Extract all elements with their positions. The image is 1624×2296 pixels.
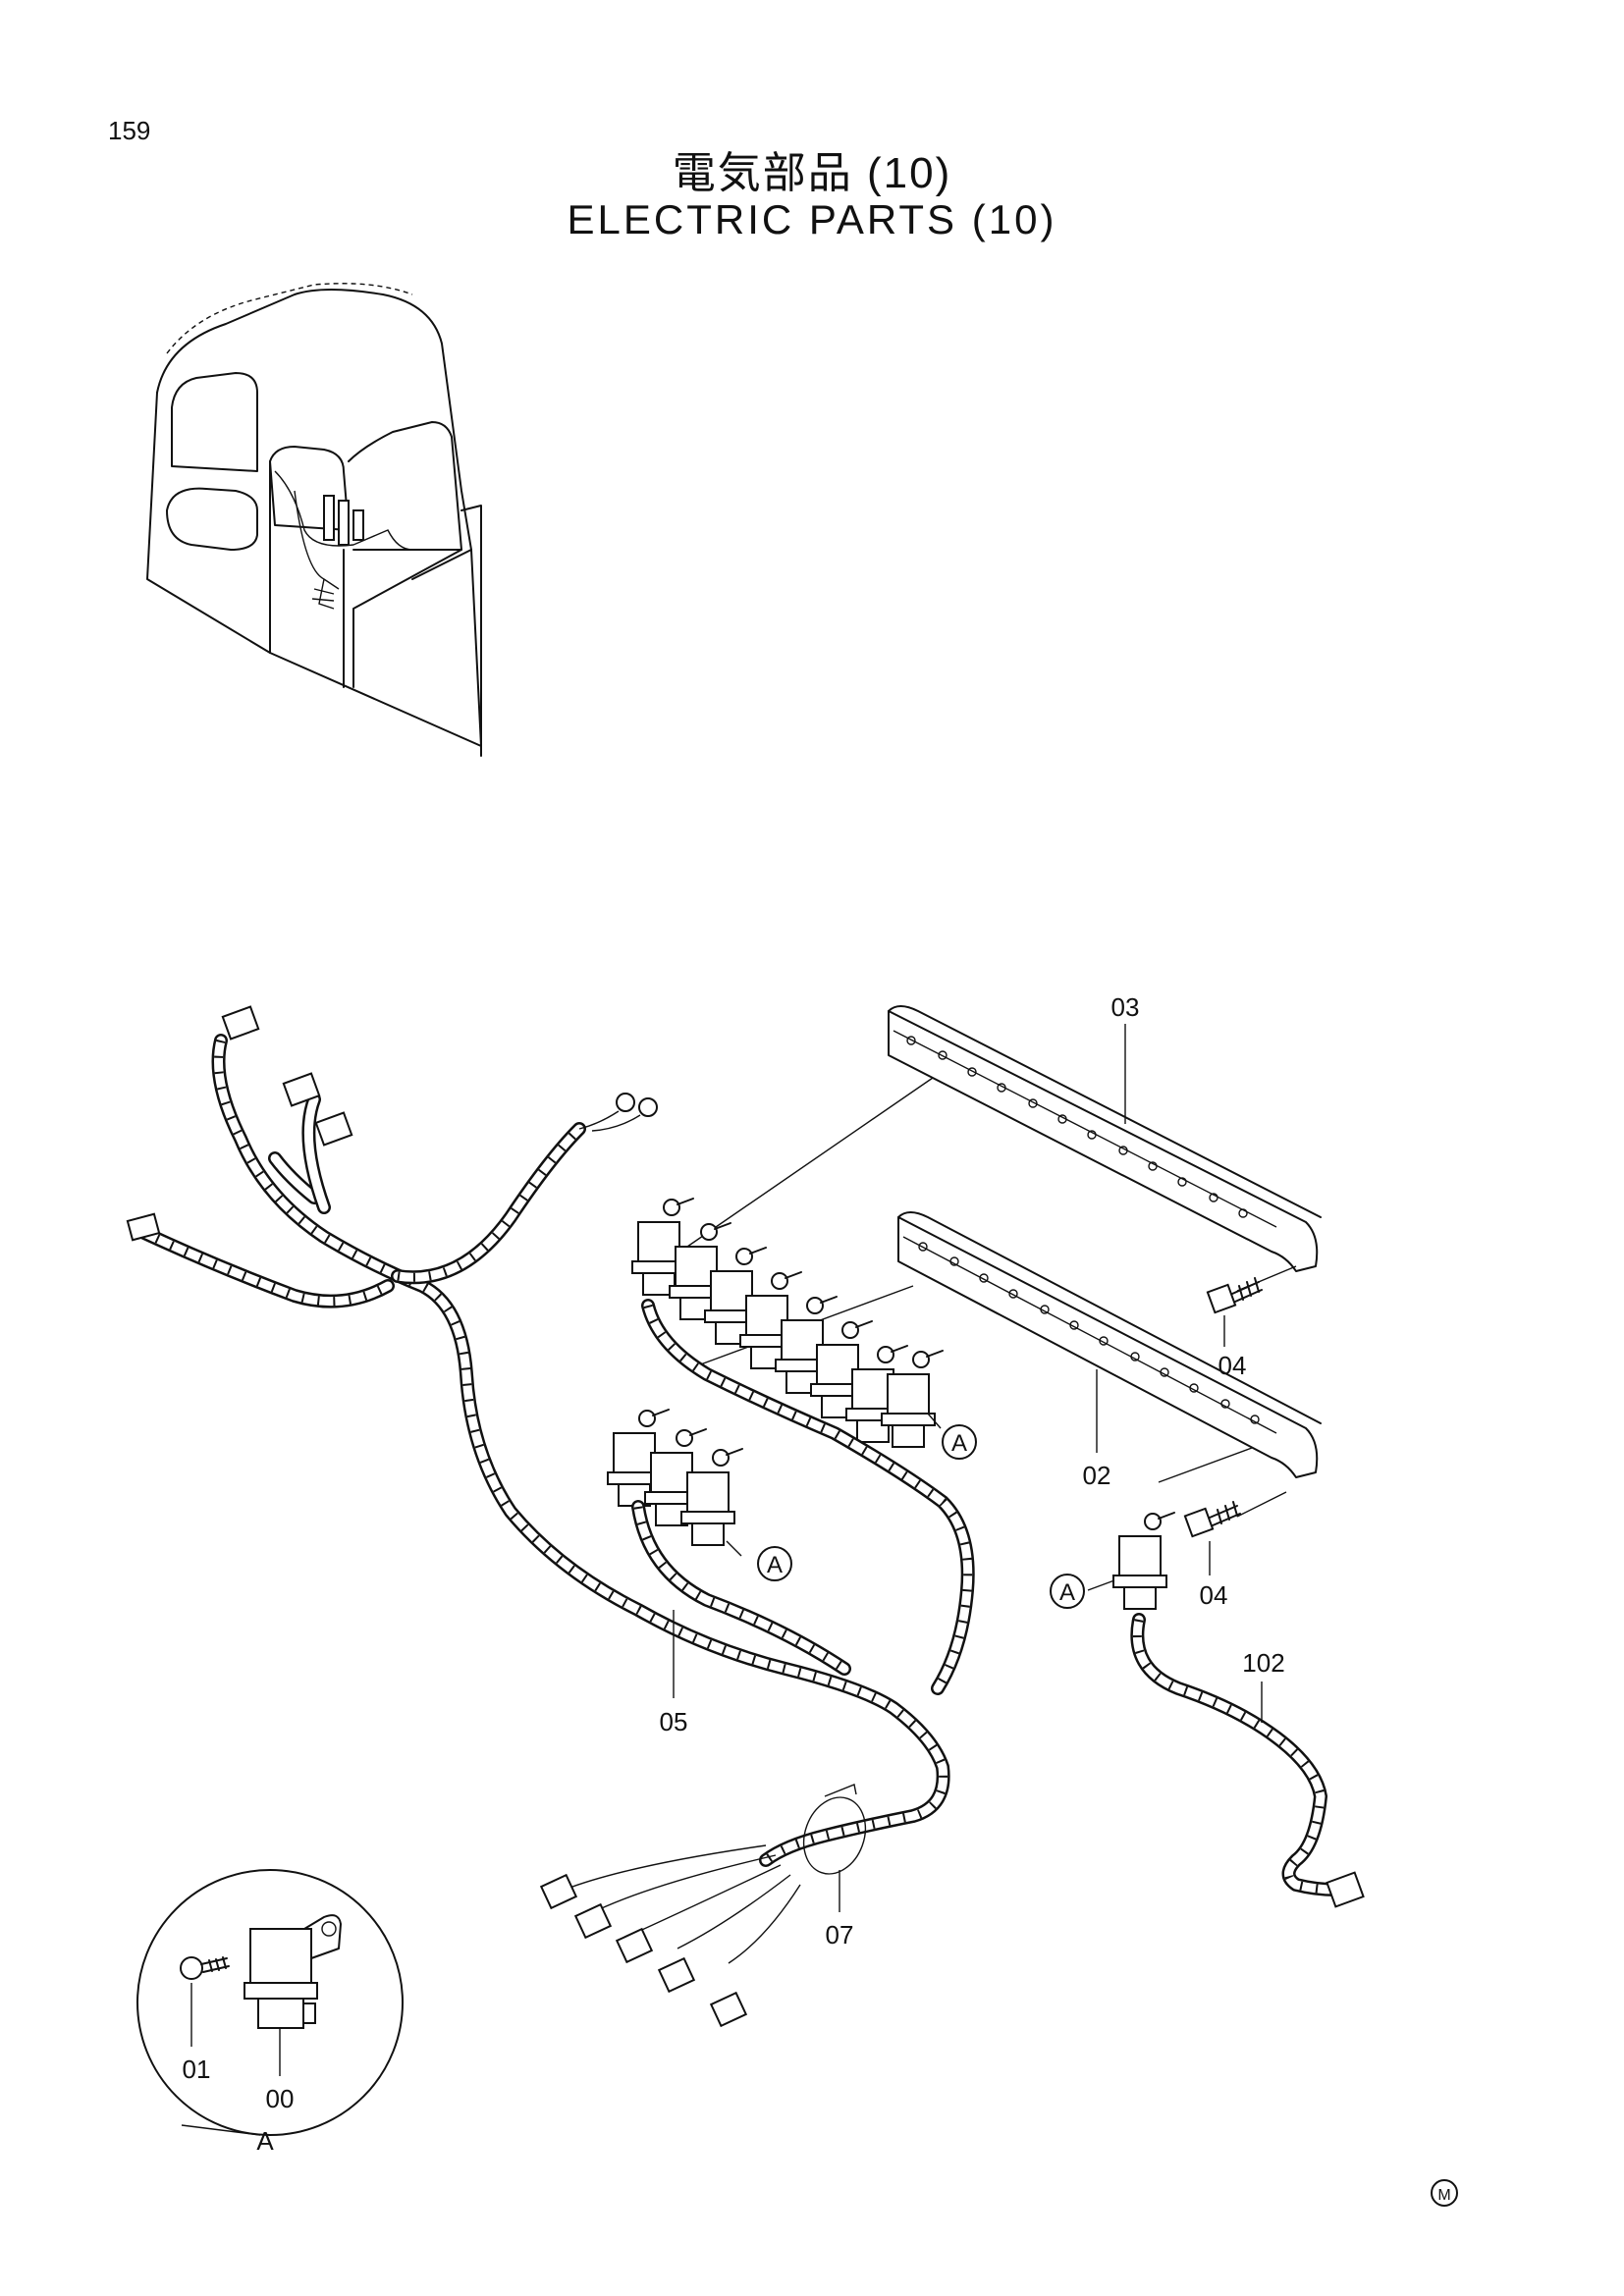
label-part-02: 02	[1083, 1461, 1111, 1490]
relay-group-lower	[607, 1409, 743, 1546]
clamp-07	[802, 1784, 867, 1875]
label-part-01: 01	[183, 2055, 211, 2084]
label-part-00: 00	[266, 2084, 295, 2113]
relay-group-upper	[631, 1198, 944, 1448]
bracket-03	[888, 1005, 1322, 1272]
harness-102	[1130, 1613, 1365, 1908]
bolt-04-upper	[1206, 1277, 1263, 1314]
label-part-04-upper: 04	[1218, 1351, 1247, 1380]
relay-single	[1112, 1512, 1175, 1610]
svg-text:A: A	[951, 1430, 967, 1457]
svg-text:A: A	[1059, 1579, 1075, 1606]
page-number: 159	[108, 116, 151, 145]
svg-text:M: M	[1437, 2187, 1450, 2204]
detail-a-view	[136, 1869, 404, 2136]
label-detail-a: A	[256, 2126, 274, 2156]
page-title-english: ELECTRIC PARTS (10)	[567, 196, 1057, 242]
callout-a-1: A	[942, 1424, 977, 1460]
label-part-03: 03	[1111, 992, 1140, 1022]
label-part-04-lower: 04	[1200, 1580, 1228, 1610]
label-part-102: 102	[1242, 1648, 1284, 1678]
page-title-japanese: 電気部品 (10)	[672, 149, 952, 197]
bracket-02	[897, 1211, 1322, 1478]
callout-a-2: A	[757, 1546, 792, 1581]
cab-overview-illustration	[146, 283, 482, 757]
m-mark: M	[1431, 2179, 1458, 2207]
bolt-04-lower	[1183, 1501, 1241, 1538]
harness-05	[126, 1005, 975, 2028]
label-part-05: 05	[660, 1707, 688, 1736]
callout-a-3: A	[1050, 1574, 1085, 1609]
label-part-07: 07	[826, 1920, 854, 1949]
svg-text:A: A	[767, 1552, 783, 1578]
